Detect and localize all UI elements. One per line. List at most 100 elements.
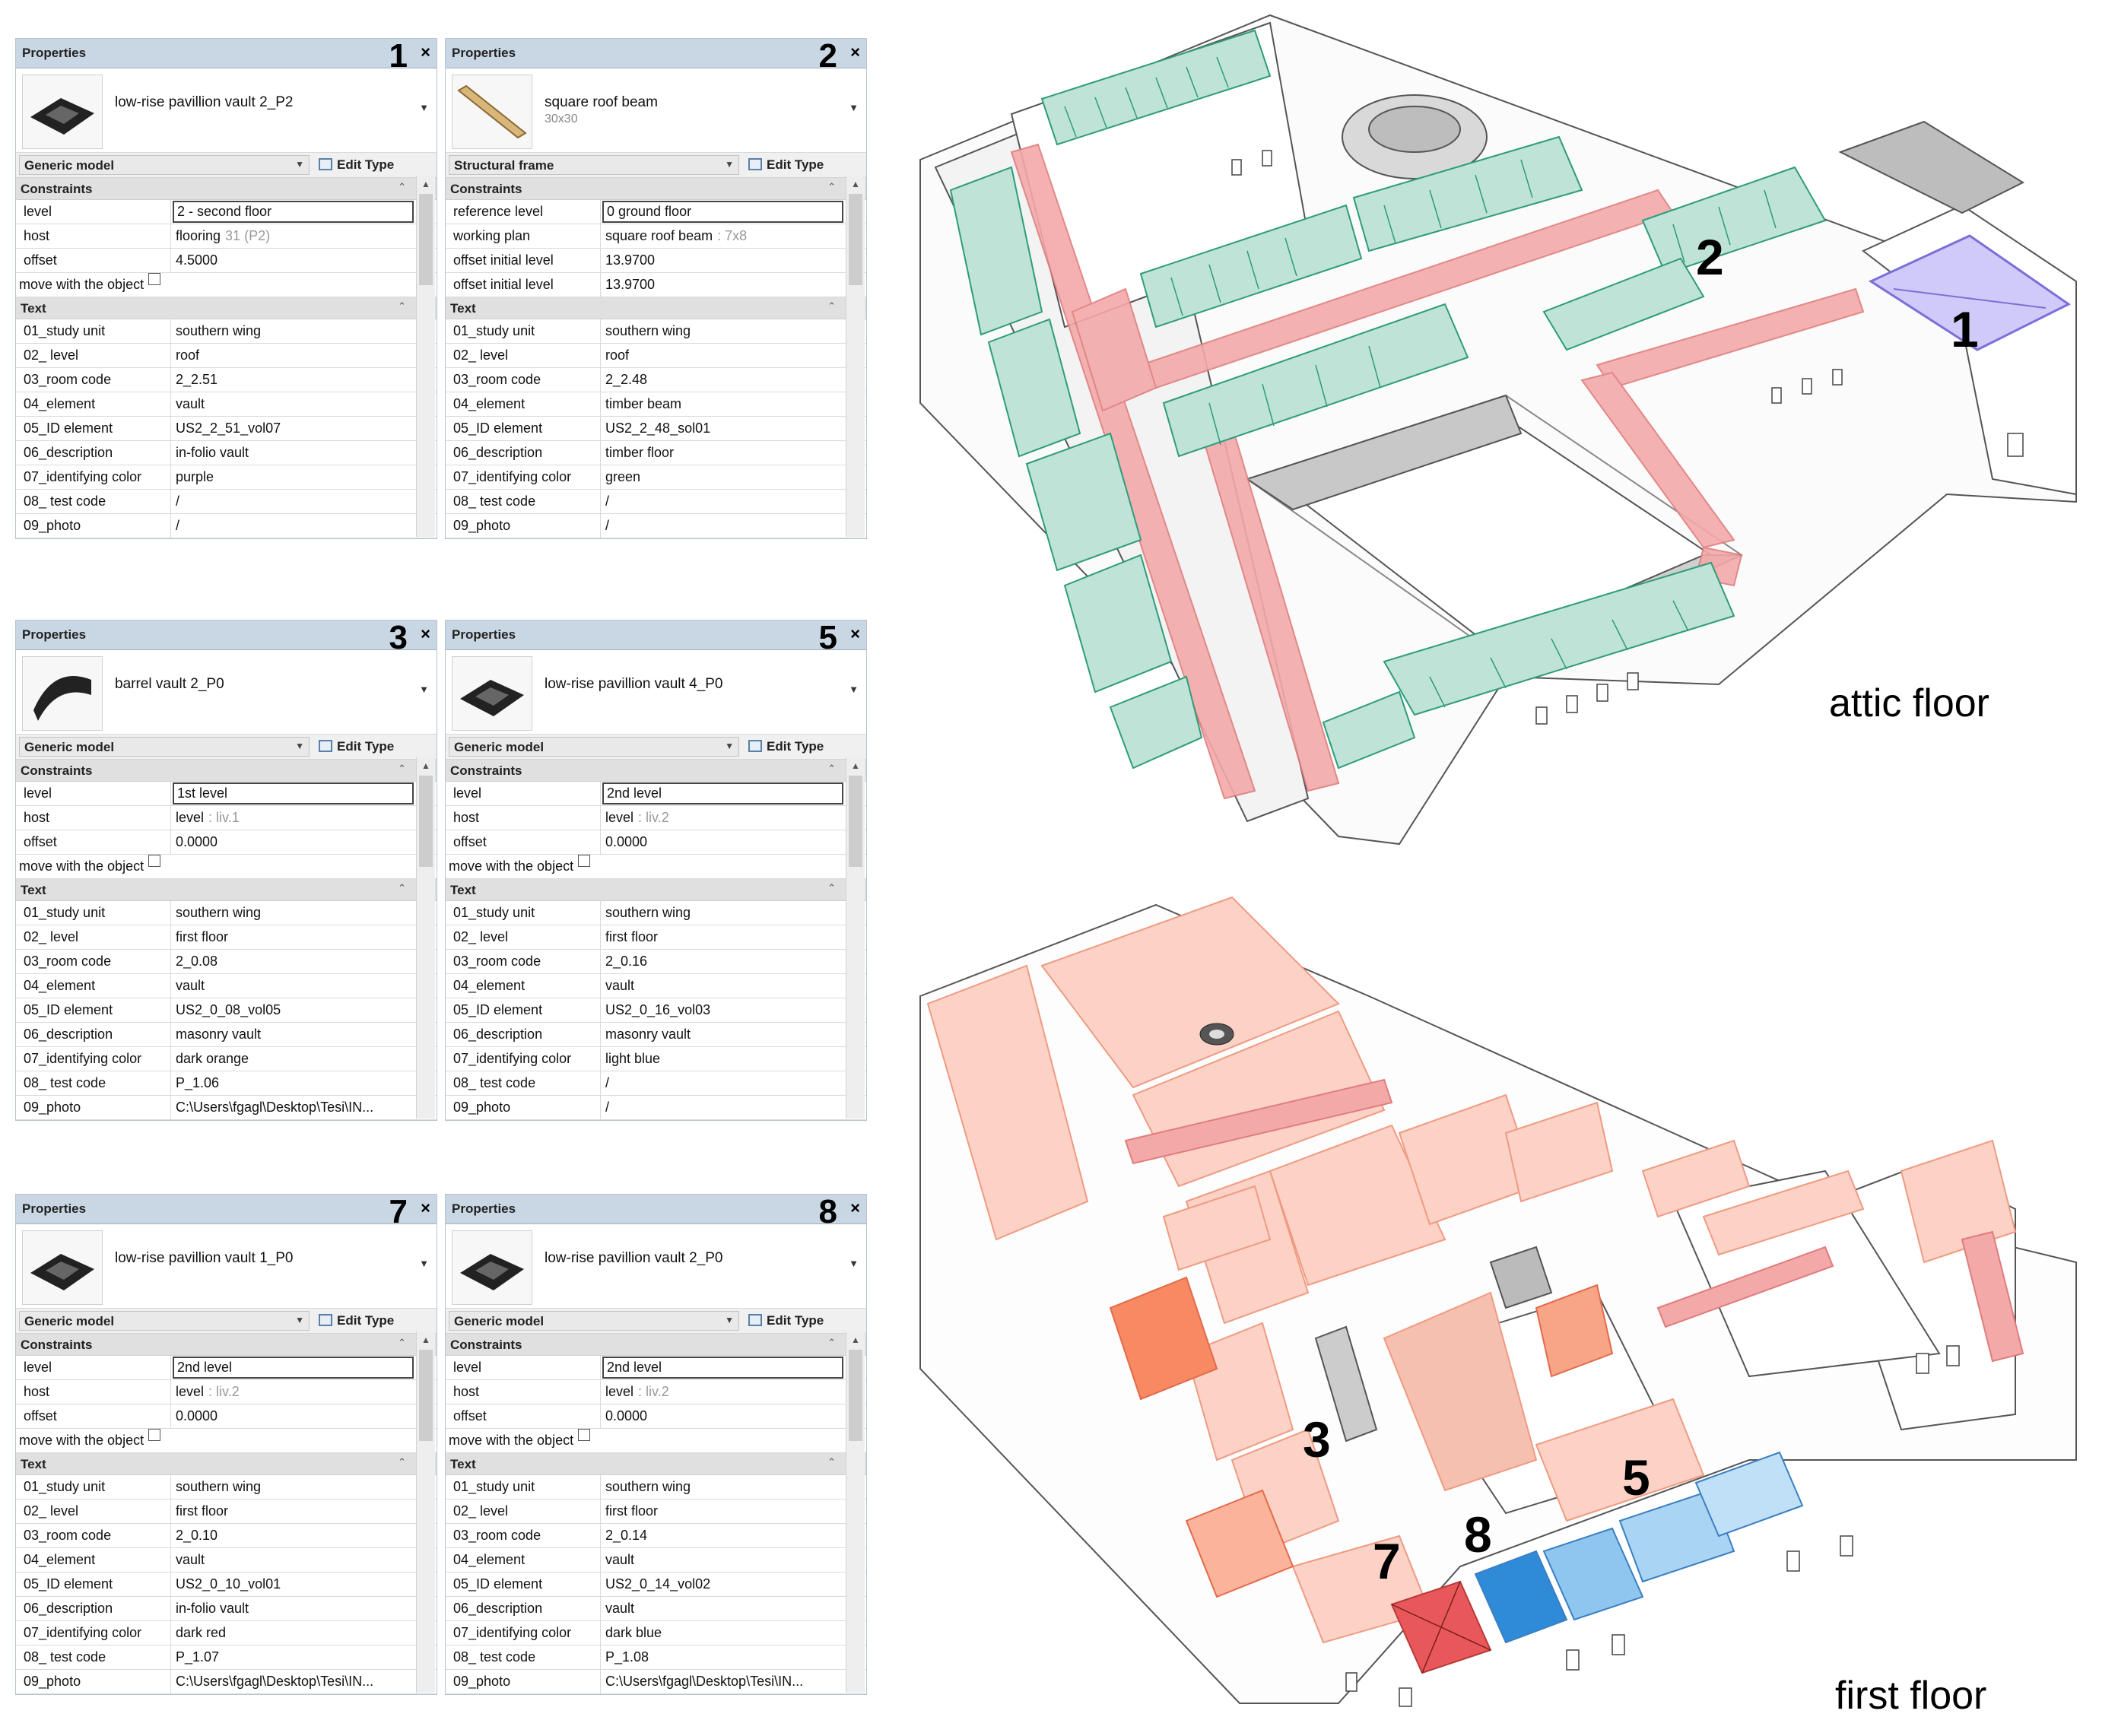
panel-titlebar[interactable]: Properties 3 × bbox=[16, 619, 437, 656]
chevron-down-icon[interactable]: ▼ bbox=[419, 684, 429, 695]
chevron-down-icon[interactable]: ▼ bbox=[419, 102, 429, 113]
edit-type-button[interactable]: Edit Type bbox=[319, 1313, 394, 1328]
close-icon[interactable]: × bbox=[850, 43, 860, 62]
text-value[interactable]: 2_0.16 bbox=[605, 954, 648, 969]
type-selector[interactable]: low-rise pavillion vault 2_P2 ▼ bbox=[16, 68, 437, 153]
collapse-icon[interactable]: ⌃ bbox=[827, 181, 836, 192]
close-icon[interactable]: × bbox=[421, 1198, 430, 1217]
collapse-icon[interactable]: ⌃ bbox=[398, 1337, 406, 1348]
text-value[interactable]: southern wing bbox=[176, 1479, 262, 1494]
text-value[interactable]: vault bbox=[605, 1552, 635, 1567]
scrollbar-thumb[interactable] bbox=[419, 1350, 433, 1441]
constraint-value[interactable]: 2nd level bbox=[173, 1357, 414, 1379]
text-value[interactable]: green bbox=[605, 469, 641, 484]
constraint-value[interactable]: 0 ground floor bbox=[602, 201, 843, 223]
constraint-value[interactable]: level: liv.2 bbox=[601, 806, 845, 830]
collapse-icon[interactable]: ⌃ bbox=[827, 1337, 836, 1348]
collapse-icon[interactable]: ⌃ bbox=[398, 882, 406, 893]
text-value[interactable]: southern wing bbox=[176, 905, 262, 920]
text-value[interactable]: first floor bbox=[176, 929, 229, 944]
scrollbar-thumb[interactable] bbox=[419, 776, 433, 867]
text-value[interactable]: southern wing bbox=[605, 1479, 691, 1494]
collapse-icon[interactable]: ⌃ bbox=[398, 300, 406, 312]
scrollbar-thumb[interactable] bbox=[849, 1350, 862, 1441]
text-value[interactable]: vault bbox=[176, 1552, 205, 1567]
constraint-value[interactable]: 0.0000 bbox=[171, 830, 415, 854]
collapse-icon[interactable]: ⌃ bbox=[827, 763, 836, 774]
move-with-object-checkbox[interactable] bbox=[148, 855, 161, 867]
text-section-header[interactable]: Text ⌃ bbox=[446, 879, 866, 901]
move-with-object-checkbox[interactable] bbox=[148, 273, 161, 285]
constraints-section-header[interactable]: Constraints ⌃ bbox=[446, 178, 866, 200]
edit-type-button[interactable]: Edit Type bbox=[748, 1313, 824, 1328]
scrollbar[interactable]: ▲ bbox=[846, 757, 865, 1119]
text-value[interactable]: first floor bbox=[605, 929, 659, 944]
constraint-value[interactable]: 2 - second floor bbox=[173, 201, 414, 223]
text-section-header[interactable]: Text ⌃ bbox=[16, 297, 437, 319]
collapse-icon[interactable]: ⌃ bbox=[398, 181, 406, 192]
category-dropdown[interactable]: Generic model ▼ bbox=[449, 737, 739, 757]
constraints-section-header[interactable]: Constraints ⌃ bbox=[446, 1334, 866, 1356]
text-value[interactable]: C:\Users\fgagl\Desktop\Tesi\IN... bbox=[605, 1674, 804, 1689]
text-value[interactable]: roof bbox=[176, 348, 200, 363]
text-section-header[interactable]: Text ⌃ bbox=[16, 1453, 437, 1475]
text-value[interactable]: P_1.06 bbox=[176, 1075, 220, 1090]
panel-titlebar[interactable]: Properties 1 × bbox=[16, 37, 437, 75]
text-value[interactable]: vault bbox=[176, 978, 205, 993]
type-selector[interactable]: low-rise pavillion vault 1_P0 ▼ bbox=[16, 1224, 437, 1309]
text-section-header[interactable]: Text ⌃ bbox=[446, 1453, 866, 1475]
move-with-object-checkbox[interactable] bbox=[578, 855, 591, 867]
text-section-header[interactable]: Text ⌃ bbox=[16, 879, 437, 901]
scroll-up-icon[interactable]: ▲ bbox=[851, 179, 860, 189]
text-value[interactable]: US2_2_51_vol07 bbox=[176, 421, 281, 436]
constraint-value[interactable]: 0.0000 bbox=[171, 1404, 415, 1428]
text-value[interactable]: / bbox=[176, 494, 180, 509]
constraint-value[interactable]: 13.9700 bbox=[601, 249, 845, 272]
collapse-icon[interactable]: ⌃ bbox=[398, 1456, 406, 1468]
text-value[interactable]: dark orange bbox=[176, 1051, 249, 1066]
text-value[interactable]: P_1.07 bbox=[176, 1649, 220, 1665]
collapse-icon[interactable]: ⌃ bbox=[827, 300, 836, 312]
text-value[interactable]: purple bbox=[176, 469, 214, 484]
text-value[interactable]: dark red bbox=[176, 1625, 227, 1640]
type-selector[interactable]: barrel vault 2_P0 ▼ bbox=[16, 650, 437, 735]
constraints-section-header[interactable]: Constraints ⌃ bbox=[16, 760, 437, 782]
constraint-value[interactable]: 2nd level bbox=[602, 782, 843, 805]
text-value[interactable]: / bbox=[605, 1100, 610, 1115]
constraint-value[interactable]: 13.9700 bbox=[601, 273, 845, 297]
text-value[interactable]: masonry vault bbox=[176, 1027, 262, 1042]
panel-titlebar[interactable]: Properties 5 × bbox=[446, 619, 866, 656]
constraint-value[interactable]: 0.0000 bbox=[601, 830, 845, 854]
panel-titlebar[interactable]: Properties 7 × bbox=[16, 1193, 437, 1230]
text-value[interactable]: / bbox=[605, 518, 610, 533]
text-value[interactable]: US2_0_08_vol05 bbox=[176, 1002, 281, 1017]
text-section-header[interactable]: Text ⌃ bbox=[446, 297, 866, 319]
close-icon[interactable]: × bbox=[421, 624, 430, 643]
text-value[interactable]: roof bbox=[605, 348, 630, 363]
text-value[interactable]: southern wing bbox=[605, 905, 691, 920]
type-selector[interactable]: low-rise pavillion vault 4_P0 ▼ bbox=[446, 650, 866, 735]
edit-type-button[interactable]: Edit Type bbox=[748, 739, 824, 754]
text-value[interactable]: 2_2.48 bbox=[605, 372, 648, 387]
edit-type-button[interactable]: Edit Type bbox=[748, 157, 824, 173]
close-icon[interactable]: × bbox=[850, 624, 860, 643]
constraint-value[interactable]: level: liv.1 bbox=[171, 806, 415, 830]
text-value[interactable]: masonry vault bbox=[605, 1027, 691, 1042]
text-value[interactable]: US2_0_16_vol03 bbox=[605, 1002, 711, 1017]
edit-type-button[interactable]: Edit Type bbox=[319, 157, 394, 173]
chevron-down-icon[interactable]: ▼ bbox=[849, 1258, 859, 1269]
scrollbar[interactable]: ▲ bbox=[416, 176, 435, 537]
text-value[interactable]: 2_0.08 bbox=[176, 954, 218, 969]
text-value[interactable]: US2_2_48_sol01 bbox=[605, 421, 711, 436]
constraints-section-header[interactable]: Constraints ⌃ bbox=[16, 178, 437, 200]
text-value[interactable]: / bbox=[176, 518, 180, 533]
constraint-value[interactable]: level: liv.2 bbox=[171, 1380, 415, 1404]
text-value[interactable]: C:\Users\fgagl\Desktop\Tesi\IN... bbox=[176, 1674, 374, 1689]
text-value[interactable]: 2_2.51 bbox=[176, 372, 218, 387]
text-value[interactable]: C:\Users\fgagl\Desktop\Tesi\IN... bbox=[176, 1100, 374, 1115]
text-value[interactable]: dark blue bbox=[605, 1625, 662, 1640]
constraint-value[interactable]: square roof beam: 7x8 bbox=[601, 224, 845, 248]
text-value[interactable]: first floor bbox=[176, 1503, 229, 1519]
scrollbar-thumb[interactable] bbox=[849, 776, 862, 867]
close-icon[interactable]: × bbox=[421, 43, 430, 62]
